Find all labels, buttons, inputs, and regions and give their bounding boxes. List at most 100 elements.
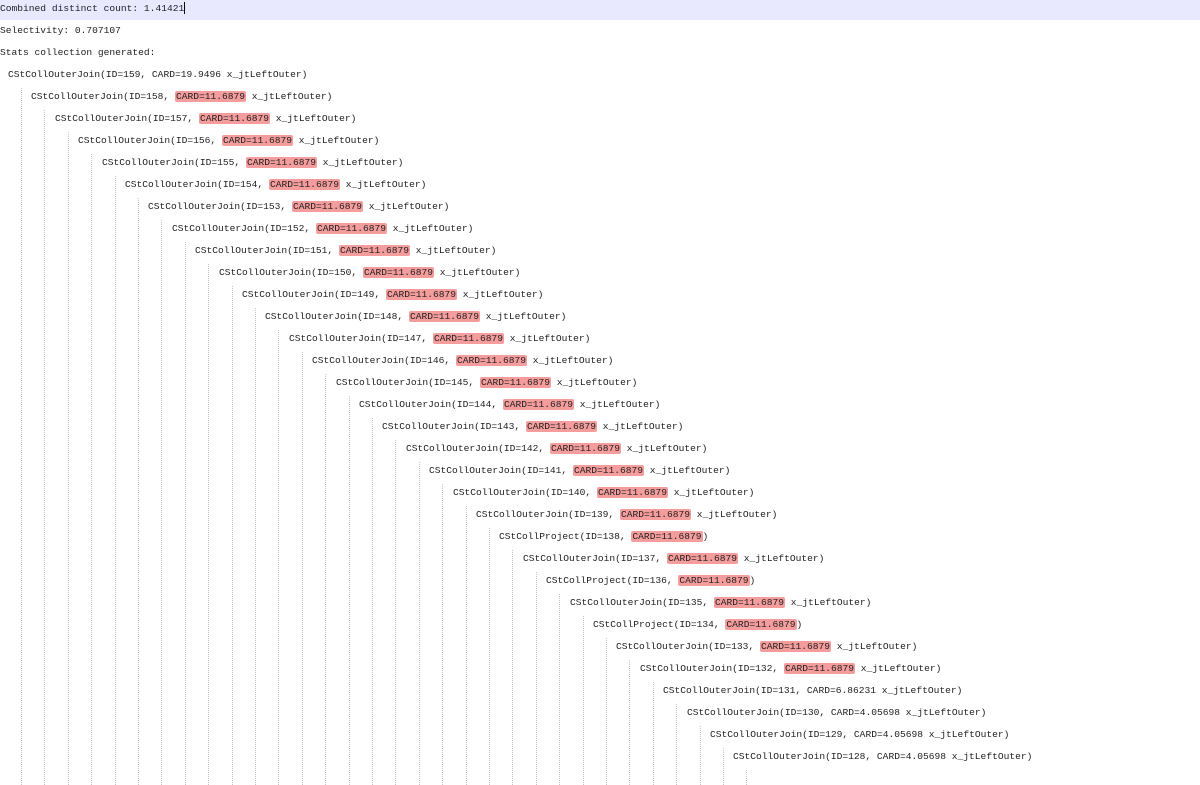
editor-line[interactable]: CStCollOuterJoin(ID=150, CARD=11.6879 x_…	[0, 262, 520, 284]
editor-line[interactable]: CStCollOuterJoin(ID=140, CARD=11.6879 x_…	[0, 482, 754, 504]
line-text: CStCollProject(ID=134,	[593, 619, 726, 630]
card-highlight: CARD=11.6879	[362, 267, 435, 278]
editor-line[interactable]: CStCollOuterJoin(ID=158, CARD=11.6879 x_…	[0, 86, 332, 108]
editor-line[interactable]: CStCollOuterJoin(ID=141, CARD=11.6879 x_…	[0, 460, 730, 482]
line-text: CStCollOuterJoin(ID=153,	[148, 201, 292, 212]
line-text: CStCollOuterJoin(ID=159, CARD=19.9496 x_…	[8, 69, 308, 80]
editor-line[interactable]: CStCollOuterJoin(ID=139, CARD=11.6879 x_…	[0, 504, 777, 526]
line-text: CStCollOuterJoin(ID=140,	[453, 487, 597, 498]
line-text-suffix: x_jtLeftOuter)	[855, 663, 942, 674]
card-highlight: CARD=11.6879	[385, 289, 458, 300]
editor-line[interactable]: CStCollOuterJoin(ID=147, CARD=11.6879 x_…	[0, 328, 590, 350]
editor-line[interactable]: CStCollOuterJoin(ID=128, CARD=4.05698 x_…	[0, 746, 1032, 768]
line-text-suffix: x_jtLeftOuter)	[691, 509, 778, 520]
editor-line[interactable]: CStCollOuterJoin(ID=156, CARD=11.6879 x_…	[0, 130, 379, 152]
line-text: CStCollOuterJoin(ID=152,	[172, 223, 316, 234]
line-text-suffix: x_jtLeftOuter)	[621, 443, 708, 454]
line-text-suffix: x_jtLeftOuter)	[480, 311, 567, 322]
card-highlight: CARD=11.6879	[619, 509, 692, 520]
editor-line[interactable]: CStCollOuterJoin(ID=148, CARD=11.6879 x_…	[0, 306, 566, 328]
line-text-suffix: x_jtLeftOuter)	[270, 113, 357, 124]
line-text: Combined distinct count: 1.41421	[0, 3, 185, 14]
line-text: CStCollOuterJoin(ID=150,	[219, 267, 363, 278]
line-text-suffix: x_jtLeftOuter)	[410, 245, 497, 256]
card-highlight: CARD=11.6879	[198, 113, 271, 124]
line-text: CStCollProject(ID=138,	[499, 531, 632, 542]
editor-line[interactable]: CStCollOuterJoin(ID=131, CARD=6.86231 x_…	[0, 680, 962, 702]
line-text-suffix: x_jtLeftOuter)	[668, 487, 755, 498]
editor-line[interactable]: CStCollOuterJoin(ID=153, CARD=11.6879 x_…	[0, 196, 449, 218]
indent-guide-line	[746, 770, 747, 785]
line-text-suffix: x_jtLeftOuter)	[831, 641, 918, 652]
line-text: CStCollOuterJoin(ID=133,	[616, 641, 760, 652]
line-text: CStCollOuterJoin(ID=139,	[476, 509, 620, 520]
text-cursor	[184, 2, 186, 15]
line-text-suffix: x_jtLeftOuter)	[738, 553, 825, 564]
card-highlight: CARD=11.6879	[678, 575, 750, 586]
editor-line[interactable]: CStCollOuterJoin(ID=149, CARD=11.6879 x_…	[0, 284, 543, 306]
editor-line[interactable]: CStCollOuterJoin(ID=145, CARD=11.6879 x_…	[0, 372, 637, 394]
line-text: CStCollOuterJoin(ID=146,	[312, 355, 456, 366]
editor-line[interactable]: CStCollOuterJoin(ID=146, CARD=11.6879 x_…	[0, 350, 613, 372]
line-text: Stats collection generated:	[0, 47, 156, 58]
line-text: CStCollOuterJoin(ID=135,	[570, 597, 714, 608]
card-highlight: CARD=11.6879	[268, 179, 341, 190]
line-text: CStCollOuterJoin(ID=145,	[336, 377, 480, 388]
editor-line[interactable]: CStCollOuterJoin(ID=144, CARD=11.6879 x_…	[0, 394, 660, 416]
line-text-suffix: x_jtLeftOuter)	[504, 333, 591, 344]
editor-line[interactable]: CStCollOuterJoin(ID=133, CARD=11.6879 x_…	[0, 636, 917, 658]
card-highlight: CARD=11.6879	[338, 245, 411, 256]
editor-line[interactable]: CStCollOuterJoin(ID=137, CARD=11.6879 x_…	[0, 548, 824, 570]
editor-line[interactable]: Stats collection generated:	[0, 42, 155, 64]
editor-line[interactable]: CStCollOuterJoin(ID=129, CARD=4.05698 x_…	[0, 724, 1009, 746]
editor-line[interactable]: Combined distinct count: 1.41421	[0, 0, 1200, 20]
line-text: CStCollOuterJoin(ID=142,	[406, 443, 550, 454]
card-highlight: CARD=11.6879	[725, 619, 797, 630]
editor-line[interactable]: CStCollOuterJoin(ID=142, CARD=11.6879 x_…	[0, 438, 707, 460]
card-highlight: CARD=11.6879	[245, 157, 318, 168]
line-text: CStCollProject(ID=136,	[546, 575, 679, 586]
line-text-suffix: x_jtLeftOuter)	[317, 157, 404, 168]
card-highlight: CARD=11.6879	[631, 531, 703, 542]
editor-line[interactable]: CStCollOuterJoin(ID=143, CARD=11.6879 x_…	[0, 416, 683, 438]
editor-line[interactable]: CStCollOuterJoin(ID=154, CARD=11.6879 x_…	[0, 174, 426, 196]
card-highlight: CARD=11.6879	[525, 421, 598, 432]
line-text-suffix: x_jtLeftOuter)	[434, 267, 521, 278]
editor-line[interactable]: CStCollOuterJoin(ID=152, CARD=11.6879 x_…	[0, 218, 473, 240]
editor-line[interactable]: CStCollOuterJoin(ID=157, CARD=11.6879 x_…	[0, 108, 356, 130]
line-text: CStCollOuterJoin(ID=158,	[31, 91, 175, 102]
editor-line[interactable]: CStCollProject(ID=138, CARD=11.6879)	[0, 526, 708, 548]
line-text: CStCollOuterJoin(ID=131, CARD=6.86231 x_…	[663, 685, 963, 696]
line-text-suffix: x_jtLeftOuter)	[551, 377, 638, 388]
card-highlight: CARD=11.6879	[713, 597, 786, 608]
card-highlight: CARD=11.6879	[408, 311, 481, 322]
line-text-suffix: x_jtLeftOuter)	[457, 289, 544, 300]
line-text-suffix: x_jtLeftOuter)	[527, 355, 614, 366]
line-text: CStCollOuterJoin(ID=130, CARD=4.05698 x_…	[687, 707, 987, 718]
card-highlight: CARD=11.6879	[596, 487, 669, 498]
card-highlight: CARD=11.6879	[479, 377, 552, 388]
line-text-suffix: x_jtLeftOuter)	[293, 135, 380, 146]
editor-line[interactable]: Selectivity: 0.707107	[0, 20, 121, 42]
editor-line[interactable]: CStCollProject(ID=134, CARD=11.6879)	[0, 614, 802, 636]
editor-line[interactable]: CStCollOuterJoin(ID=132, CARD=11.6879 x_…	[0, 658, 941, 680]
card-highlight: CARD=11.6879	[174, 91, 247, 102]
editor-line[interactable]: CStCollOuterJoin(ID=130, CARD=4.05698 x_…	[0, 702, 986, 724]
line-text: CStCollOuterJoin(ID=157,	[55, 113, 199, 124]
editor-line[interactable]: CStCollOuterJoin(ID=155, CARD=11.6879 x_…	[0, 152, 403, 174]
line-text-suffix: )	[796, 619, 803, 630]
editor-line[interactable]: CStCollOuterJoin(ID=135, CARD=11.6879 x_…	[0, 592, 871, 614]
line-text-suffix: x_jtLeftOuter)	[340, 179, 427, 190]
line-text: CStCollOuterJoin(ID=147,	[289, 333, 433, 344]
line-text: CStCollOuterJoin(ID=154,	[125, 179, 269, 190]
line-text: CStCollOuterJoin(ID=144,	[359, 399, 503, 410]
card-highlight: CARD=11.6879	[502, 399, 575, 410]
line-text: CStCollOuterJoin(ID=137,	[523, 553, 667, 564]
editor-line[interactable]: CStCollOuterJoin(ID=159, CARD=19.9496 x_…	[0, 64, 307, 86]
line-text: CStCollOuterJoin(ID=148,	[265, 311, 409, 322]
editor-line[interactable]: CStCollProject(ID=136, CARD=11.6879)	[0, 570, 755, 592]
card-highlight: CARD=11.6879	[291, 201, 364, 212]
editor-line[interactable]: CStCollOuterJoin(ID=151, CARD=11.6879 x_…	[0, 240, 496, 262]
card-highlight: CARD=11.6879	[759, 641, 832, 652]
